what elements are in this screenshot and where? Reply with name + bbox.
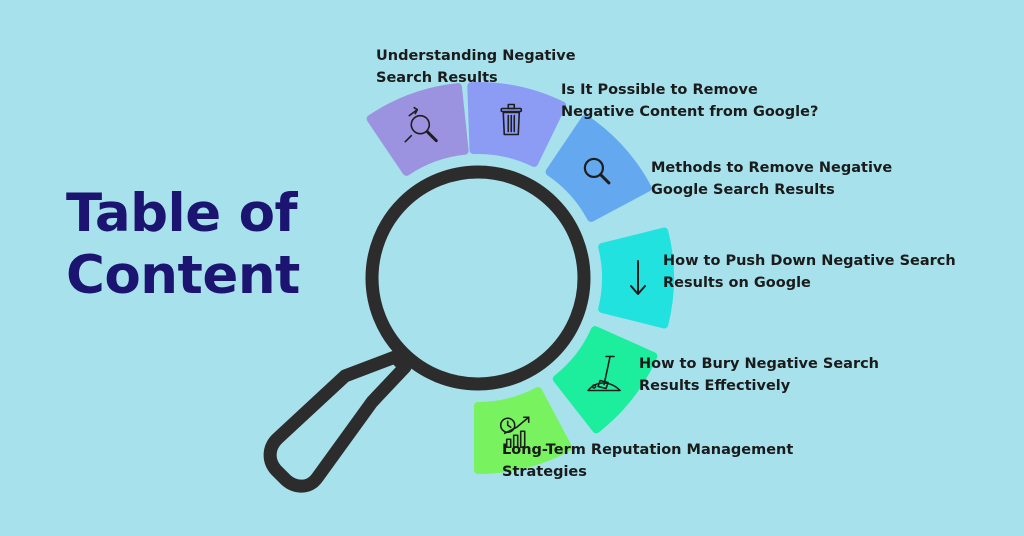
toc-item-2-label: Is It Possible to Remove Negative Conten… bbox=[561, 82, 819, 120]
trash-icon bbox=[500, 103, 523, 136]
growth-chart-icon bbox=[499, 416, 530, 449]
toc-segment-3 bbox=[545, 114, 652, 222]
title-line-2: Content bbox=[66, 245, 300, 306]
magnifier-lens-ring bbox=[365, 165, 591, 391]
toc-segment-2 bbox=[467, 82, 567, 167]
toc-segments bbox=[366, 82, 674, 474]
toc-item-1-label: Understanding Negative Search Results bbox=[376, 48, 576, 86]
toc-item-4-label: How to Push Down Negative Search Results… bbox=[663, 253, 956, 291]
toc-item-6-label: Long-Term Reputation Management Strategi… bbox=[502, 442, 794, 480]
toc-segment-4 bbox=[598, 227, 674, 329]
toc-item-3-label: Methods to Remove Negative Google Search… bbox=[651, 160, 893, 198]
page-title: Table of Content bbox=[66, 183, 300, 307]
magnifier-handle bbox=[263, 350, 412, 493]
magnifying-glass bbox=[263, 165, 591, 493]
arrow-down-icon bbox=[630, 260, 646, 295]
toc-segment-1 bbox=[366, 83, 469, 176]
title-line-1: Table of bbox=[66, 183, 298, 244]
search-refresh-icon bbox=[404, 106, 438, 143]
toc-item-5-label: How to Bury Negative Search Results Effe… bbox=[639, 356, 880, 394]
search-icon bbox=[583, 157, 611, 185]
shovel-icon bbox=[587, 355, 621, 392]
